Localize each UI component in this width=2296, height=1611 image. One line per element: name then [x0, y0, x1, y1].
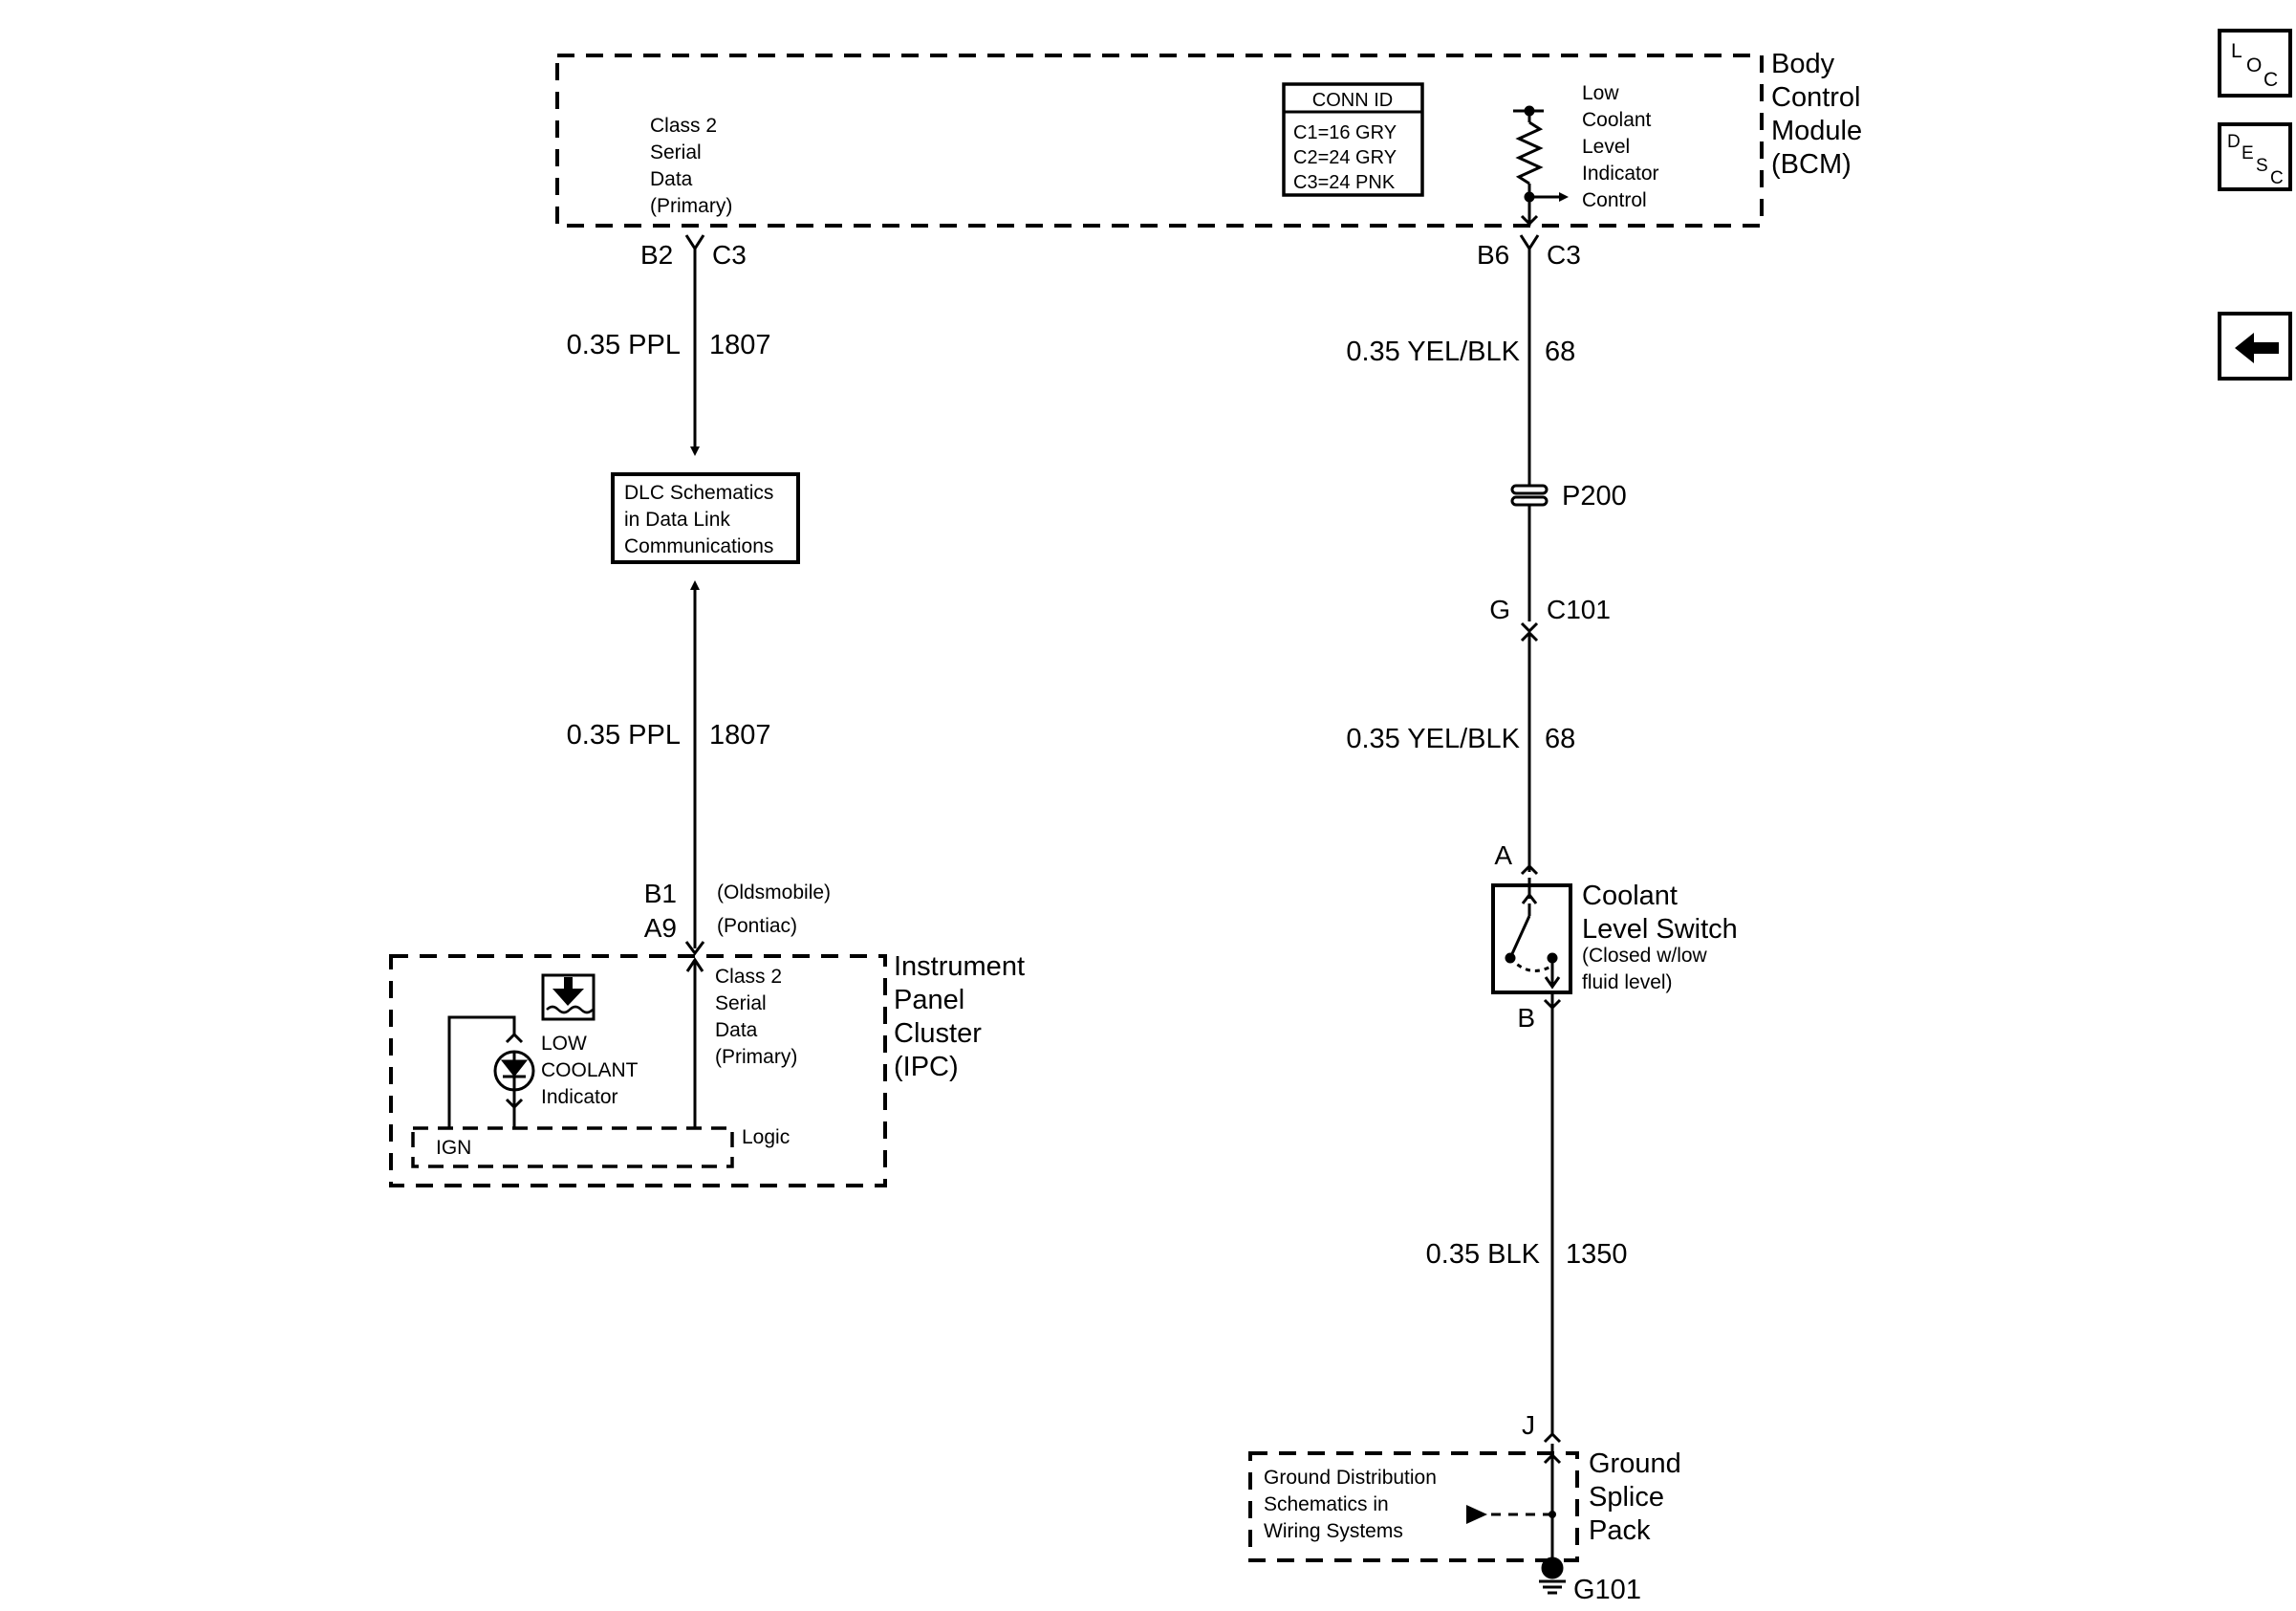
bcm-pin-b6: B6 — [1477, 240, 1509, 270]
back-button[interactable] — [2218, 312, 2292, 381]
wire-circuit-number: 1807 — [709, 720, 771, 751]
ground-splice-pack: Ground Splice Pack Ground Distribution S… — [1248, 1444, 1689, 1605]
ign-label: IGN — [436, 1137, 471, 1159]
ground-icon — [1539, 1557, 1566, 1595]
inline-connector-icon — [1520, 621, 1539, 634]
inline-pin-g: G — [1489, 595, 1510, 624]
wire-gauge-color: 0.35 PPL — [567, 330, 681, 360]
wire-circuit-number: 1350 — [1566, 1239, 1628, 1270]
low-coolant-lamp-icon — [493, 1050, 535, 1128]
logic-box — [411, 1126, 734, 1168]
loc-letter: C — [2264, 69, 2278, 91]
logic-label: Logic — [742, 1126, 790, 1148]
connector-fork-icon — [684, 234, 705, 251]
bcm-title: Body Control Module (BCM) — [1771, 49, 1870, 180]
wire-circuit-number: 68 — [1545, 724, 1575, 754]
wire-gauge-color: 0.35 YEL/BLK — [1346, 724, 1520, 754]
conn-id-header: CONN ID — [1312, 90, 1393, 111]
desc-button[interactable]: D E S C — [2218, 122, 2292, 191]
coolant-level-switch-title: Coolant Level Switch — [1582, 881, 1738, 945]
left-circuit: B2 C3 0.35 PPL 1807 DLC Schematics in Da… — [567, 234, 831, 956]
wire-circuit-number: 1807 — [709, 330, 771, 360]
desc-letter: S — [2256, 156, 2268, 176]
loc-letter: L — [2231, 40, 2242, 62]
ipc-pin-note: (Oldsmobile) — [717, 882, 831, 903]
bcm-connector-c3: C3 — [712, 240, 747, 270]
desc-letter: C — [2270, 168, 2284, 188]
desc-letter: D — [2227, 132, 2241, 152]
ipc-module: Instrument Panel Cluster (IPC) Class 2 S… — [389, 951, 1032, 1187]
reference-arrow-icon — [1466, 1505, 1487, 1524]
ipc-pin-note: (Pontiac) — [717, 915, 797, 937]
left-arrow-icon — [2235, 333, 2279, 363]
bcm-module: Body Control Module (BCM) Class 2 Serial… — [555, 49, 1870, 228]
ground-splice-pack-title: Ground Splice Pack — [1589, 1448, 1689, 1546]
coolant-symbol-icon — [541, 973, 596, 1021]
low-coolant-indicator-label: LOW COOLANT Indicator — [541, 1033, 643, 1108]
right-circuit: B6 C3 0.35 YEL/BLK 68 P200 G C101 0.35 Y… — [1346, 234, 1738, 1444]
pull-up-resistor-icon — [1513, 105, 1569, 227]
passthrough-grommet-icon — [1510, 484, 1549, 507]
low-coolant-control-label: Low Coolant Level Indicator Control — [1582, 82, 1664, 211]
bcm-serial-data-label: Class 2 Serial Data (Primary) — [650, 115, 732, 217]
conn-id-table: CONN ID C1=16 GRY C2=24 GRY C3=24 PNK — [1282, 82, 1424, 197]
loc-letter: O — [2246, 54, 2262, 76]
wire-circuit-number: 68 — [1545, 337, 1575, 367]
ground-distribution-reference[interactable]: Ground Distribution Schematics in Wiring… — [1264, 1467, 1442, 1542]
switch-note: (Closed w/low fluid level) — [1582, 945, 1713, 993]
inline-connector-c101: C101 — [1547, 595, 1611, 624]
wire-gauge-color: 0.35 YEL/BLK — [1346, 337, 1520, 367]
coolant-level-switch-icon — [1491, 878, 1572, 1012]
ipc-pin-b1: B1 — [644, 879, 677, 908]
wire-gauge-color: 0.35 PPL — [567, 720, 681, 751]
ipc-serial-data-label: Class 2 Serial Data (Primary) — [715, 966, 797, 1068]
passthrough-p200: P200 — [1562, 481, 1627, 512]
connector-fork-icon — [1519, 234, 1540, 251]
conn-id-row: C1=16 GRY C2=24 GRY C3=24 PNK — [1293, 122, 1401, 193]
bcm-connector-c3: C3 — [1547, 240, 1581, 270]
connector-fork-icon — [684, 941, 705, 956]
switch-pin-b: B — [1517, 1003, 1535, 1033]
ground-g101: G101 — [1573, 1575, 1641, 1605]
desc-letter: E — [2242, 143, 2254, 163]
ipc-title: Instrument Panel Cluster (IPC) — [894, 951, 1032, 1082]
wire-gauge-color: 0.35 BLK — [1426, 1239, 1541, 1270]
dlc-reference-box[interactable]: DLC Schematics in Data Link Communicatio… — [611, 472, 800, 564]
svg-text:DLC Schematics in Data: DLC Schematics in Data Link Communicatio… — [624, 482, 779, 557]
bcm-pin-b2: B2 — [640, 240, 673, 270]
ipc-pin-a9: A9 — [644, 913, 677, 943]
loc-button[interactable]: L O C — [2218, 29, 2292, 98]
switch-pin-a: A — [1494, 840, 1512, 870]
splice-pin-j: J — [1522, 1410, 1535, 1440]
